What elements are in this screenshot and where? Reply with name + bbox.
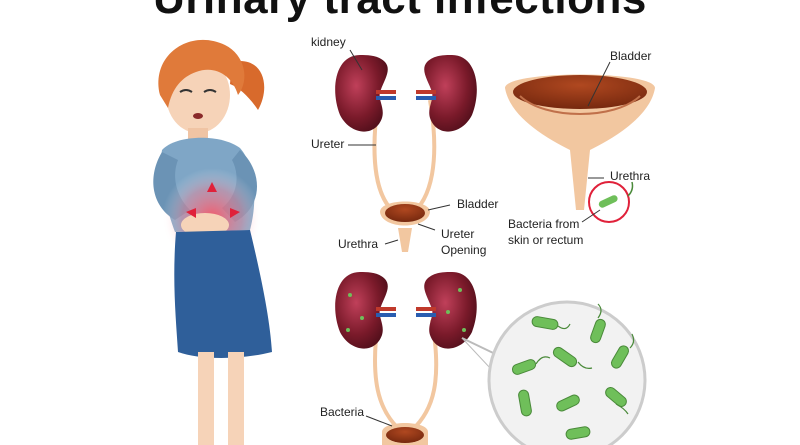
label-bacteria-from-line1: Bacteria from bbox=[508, 217, 579, 231]
leader-lines bbox=[348, 49, 611, 427]
skirt bbox=[174, 230, 272, 358]
label-ureter: Ureter bbox=[311, 137, 344, 151]
label-kidney: kidney bbox=[311, 35, 346, 49]
label-bacteria: Bacteria bbox=[320, 405, 364, 419]
label-bladder: Bladder bbox=[457, 197, 498, 211]
bladder-funnel bbox=[505, 74, 655, 223]
label-ureter-opening-line2: Opening bbox=[441, 243, 486, 257]
kidney-right bbox=[424, 55, 477, 132]
label-ureter-opening-line1: Ureter bbox=[441, 227, 474, 241]
hair bbox=[158, 39, 245, 109]
magnified-bacteria bbox=[487, 300, 647, 445]
kidney-left bbox=[335, 55, 388, 132]
page-title: Urinary tract infections bbox=[0, 0, 800, 24]
label-urethra: Urethra bbox=[338, 237, 378, 251]
label-urethra-right: Urethra bbox=[610, 169, 650, 183]
label-bladder-funnel: Bladder bbox=[610, 49, 651, 63]
urinary-tract-upper bbox=[335, 55, 477, 252]
label-bacteria-from-line2: skin or rectum bbox=[508, 233, 583, 247]
urinary-tract-lower bbox=[335, 272, 521, 445]
woman-figure bbox=[153, 39, 272, 445]
